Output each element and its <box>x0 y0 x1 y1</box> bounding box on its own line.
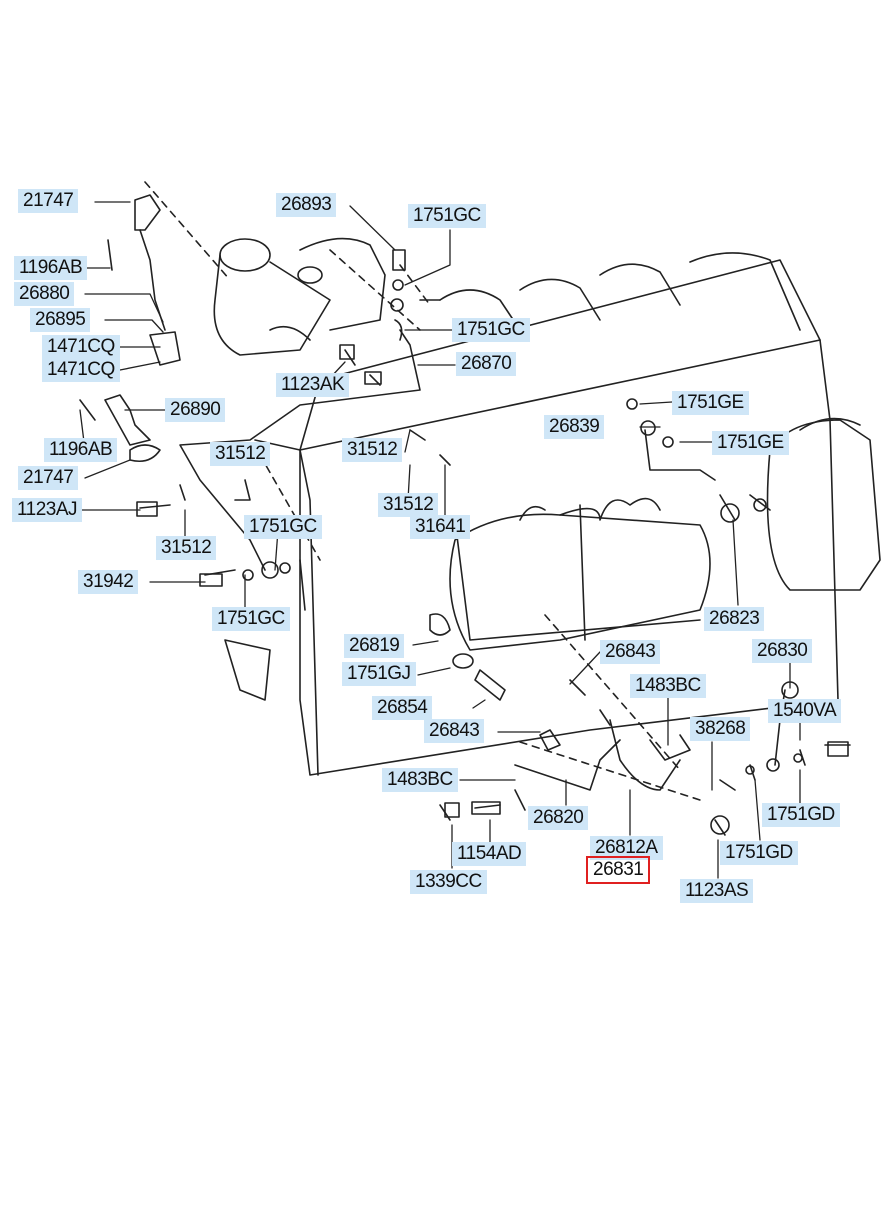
part-label-1751ge[interactable]: 1751GE <box>672 391 749 415</box>
leader-lines <box>79 201 801 879</box>
fuel-pump-assembly <box>449 417 881 651</box>
dashed-reference-lines <box>144 181 701 801</box>
part-label-31512-2[interactable]: 31512 <box>156 536 217 560</box>
part-label-1751gj[interactable]: 1751GJ <box>342 662 416 686</box>
part-label-31942[interactable]: 31942 <box>78 570 139 594</box>
part-label-26880[interactable]: 26880 <box>14 282 75 306</box>
lower-fuel-lines <box>139 349 851 836</box>
part-label-31512-4[interactable]: 31512 <box>378 493 439 517</box>
part-label-26831-highlighted[interactable]: 26831 <box>586 856 651 884</box>
part-label-21747-2[interactable]: 21747 <box>18 466 79 490</box>
part-label-1471cq[interactable]: 1471CQ <box>42 335 120 359</box>
part-label-26870[interactable]: 26870 <box>456 352 517 376</box>
part-label-26843-2[interactable]: 26843 <box>600 640 661 664</box>
part-label-26843[interactable]: 26843 <box>424 719 485 743</box>
part-label-26830[interactable]: 26830 <box>752 639 813 663</box>
part-label-1751gc-4[interactable]: 1751GC <box>452 318 530 342</box>
bolts-and-washers <box>136 249 849 835</box>
part-label-1123aj[interactable]: 1123AJ <box>12 498 83 522</box>
part-label-31512[interactable]: 31512 <box>210 442 271 466</box>
part-label-26890[interactable]: 26890 <box>165 398 226 422</box>
part-label-1471cq-2[interactable]: 1471CQ <box>42 358 120 382</box>
part-label-31641[interactable]: 31641 <box>410 515 471 539</box>
turbocharger <box>213 237 386 356</box>
part-label-1483bc-2[interactable]: 1483BC <box>382 768 458 792</box>
part-label-26895[interactable]: 26895 <box>30 308 91 332</box>
part-label-1751gd-2[interactable]: 1751GD <box>720 841 798 865</box>
part-label-26839[interactable]: 26839 <box>544 415 605 439</box>
part-label-26823[interactable]: 26823 <box>704 607 765 631</box>
part-label-1196ab[interactable]: 1196AB <box>14 256 88 280</box>
part-label-1123ak[interactable]: 1123AK <box>276 373 350 397</box>
part-label-26893[interactable]: 26893 <box>276 193 337 217</box>
part-label-38268[interactable]: 38268 <box>690 717 751 741</box>
part-label-26820[interactable]: 26820 <box>528 806 589 830</box>
part-label-1751ge-2[interactable]: 1751GE <box>712 431 789 455</box>
part-label-1751gc[interactable]: 1751GC <box>244 515 322 539</box>
part-label-21747[interactable]: 21747 <box>18 189 79 213</box>
part-label-31512-3[interactable]: 31512 <box>342 438 403 462</box>
part-label-1123as[interactable]: 1123AS <box>680 879 754 903</box>
part-label-26819[interactable]: 26819 <box>344 634 405 658</box>
part-label-1196ab-2[interactable]: 1196AB <box>44 438 118 462</box>
part-label-1751gd[interactable]: 1751GD <box>762 803 840 827</box>
engine-block <box>254 252 839 776</box>
part-label-1483bc[interactable]: 1483BC <box>630 674 706 698</box>
part-label-26854[interactable]: 26854 <box>372 696 433 720</box>
part-label-1154ad[interactable]: 1154AD <box>452 842 527 866</box>
part-label-1751gc-3[interactable]: 1751GC <box>408 204 486 228</box>
oil-feed-pipe <box>179 319 421 571</box>
part-label-1751gc-2[interactable]: 1751GC <box>212 607 290 631</box>
part-label-1339cc[interactable]: 1339CC <box>410 870 487 894</box>
part-label-1540va[interactable]: 1540VA <box>768 699 842 723</box>
